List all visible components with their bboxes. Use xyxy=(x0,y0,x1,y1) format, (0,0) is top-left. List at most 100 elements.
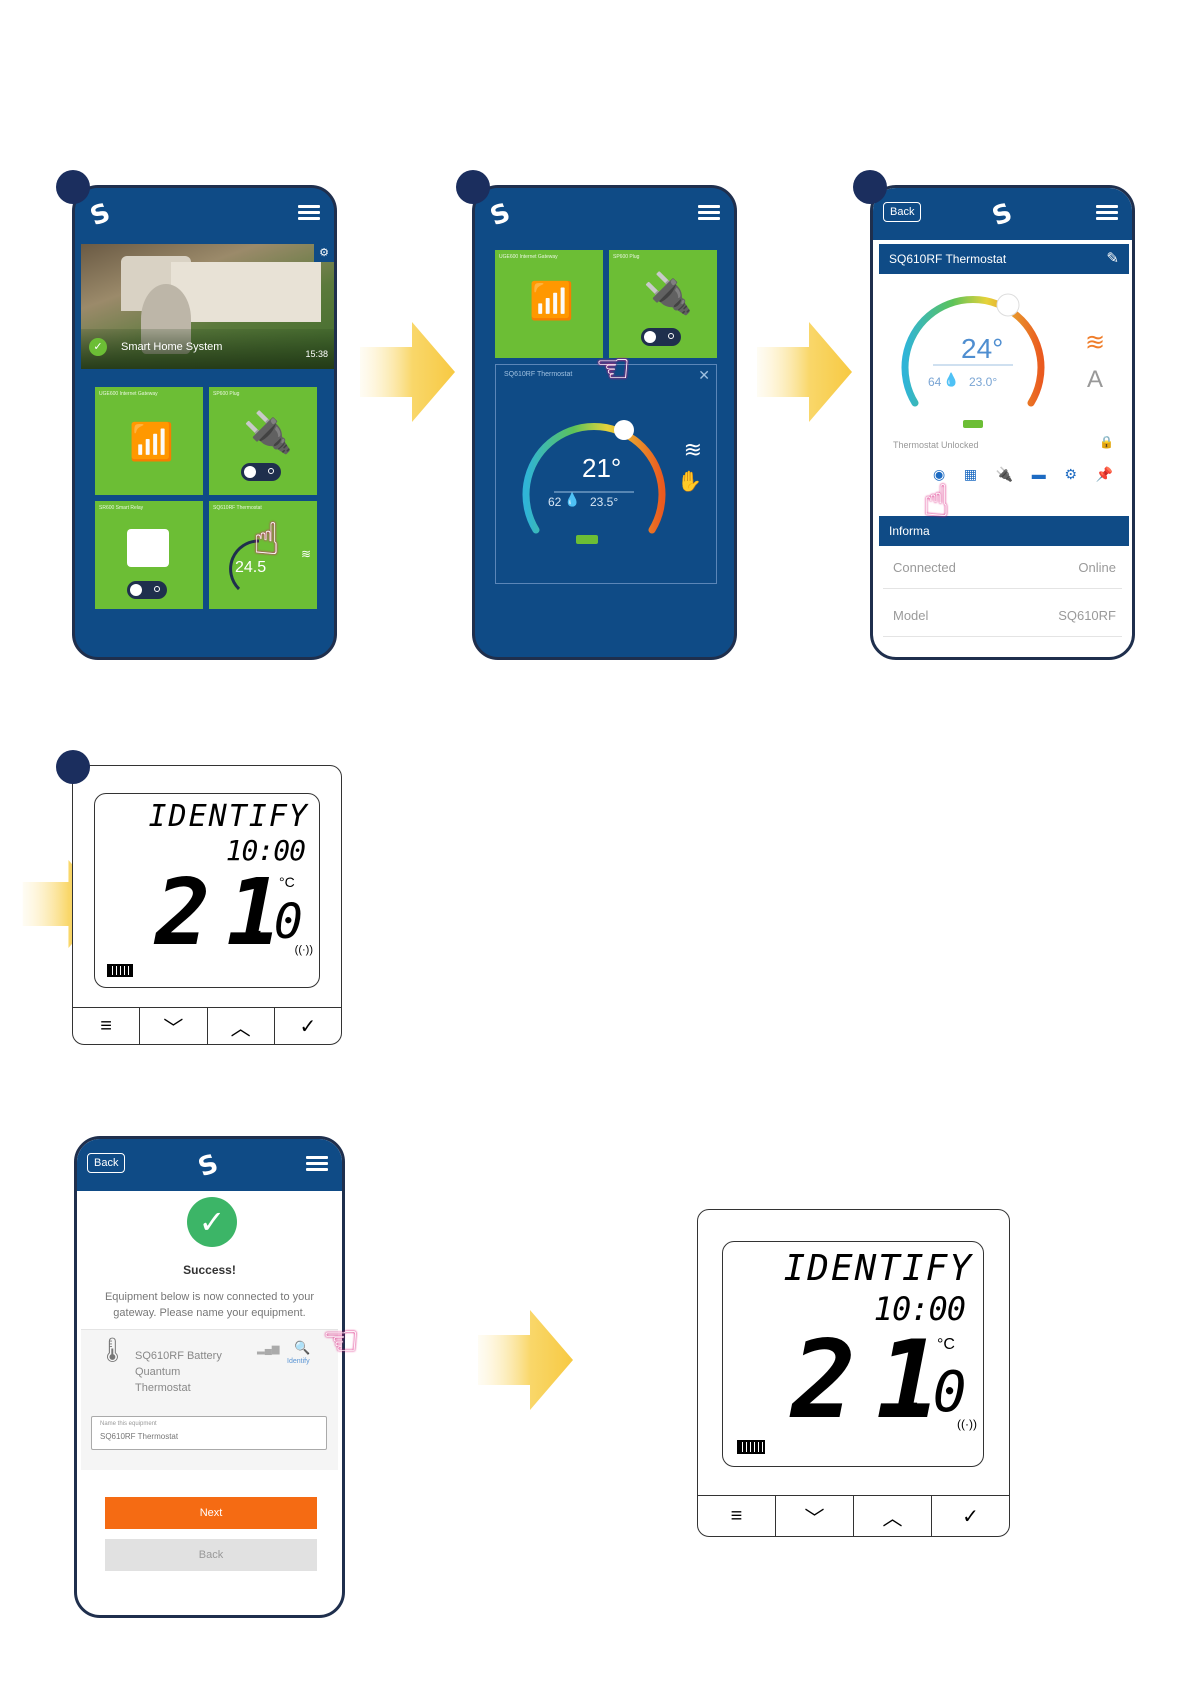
edit-icon[interactable]: ✎ xyxy=(1106,250,1119,267)
tile-temp: 24.5 xyxy=(235,559,267,576)
menu-icon[interactable] xyxy=(1096,205,1118,223)
identify-label[interactable]: Identify xyxy=(287,1358,310,1365)
menu-button[interactable]: ≡ xyxy=(698,1496,776,1536)
info-value: Online xyxy=(1078,560,1116,575)
wifi-icon: 📶 xyxy=(129,421,174,462)
tile-gateway[interactable]: UGE600 Internet Gateway 📶 xyxy=(95,387,203,495)
lcd-temp-dec: .0 xyxy=(245,894,303,950)
close-icon[interactable]: ✕ xyxy=(698,367,710,383)
device-header: SQ610RF Thermostat ✎ xyxy=(879,244,1129,274)
phone-step-1: S ⚙ ✓ Smart Home System 15:38 UGE600 Int… xyxy=(72,185,337,660)
display-icon[interactable]: ▬ xyxy=(1031,466,1046,482)
pointer-hand-icon: ☝ xyxy=(253,515,280,564)
lock-status: Thermostat Unlocked xyxy=(893,440,979,450)
menu-icon[interactable] xyxy=(698,205,720,223)
banner-time: 15:38 xyxy=(305,349,328,359)
menu-button[interactable]: ≡ xyxy=(73,1008,141,1044)
pointer-hand-icon: ☝ xyxy=(923,477,950,526)
tile-gateway[interactable]: UGE600 Internet Gateway 📶 xyxy=(495,250,603,358)
confirm-button[interactable]: ✓ xyxy=(962,1505,979,1528)
back-button[interactable]: Back xyxy=(883,202,922,222)
lcd-signal-icon: ((·)) xyxy=(294,944,313,956)
back-secondary-button[interactable]: Back xyxy=(105,1539,317,1571)
signal-strength-icon: ▂▄▆ xyxy=(257,1344,280,1355)
device-title: SQ610RF Thermostat xyxy=(889,252,1007,266)
humidity-value: 62 xyxy=(548,495,562,509)
lcd-battery-icon xyxy=(737,1440,765,1454)
name-input[interactable]: Name this equipment SQ610RF Thermostat xyxy=(91,1416,327,1450)
wifi-icon: 📶 xyxy=(529,280,574,321)
heat-icon: ≋ xyxy=(300,547,311,561)
back-button[interactable]: Back xyxy=(87,1153,126,1173)
battery-icon xyxy=(576,535,598,544)
menu-icon[interactable] xyxy=(306,1156,328,1174)
app-logo: S xyxy=(988,197,1017,233)
hand-mode-icon[interactable]: ✋ xyxy=(677,471,702,493)
phone-step-2: S UGE600 Internet Gateway 📶 SP600 Plug 🔌… xyxy=(472,185,737,660)
identify-icon[interactable]: ◉ xyxy=(933,466,946,482)
down-button[interactable]: ﹀ xyxy=(140,1008,208,1044)
app-header: Back S xyxy=(77,1139,342,1191)
tile-thermostat[interactable]: SQ610RF Thermostat 24.5 ≋ xyxy=(209,501,317,609)
down-button[interactable]: ﹀ xyxy=(776,1496,854,1536)
relay-toggle[interactable] xyxy=(127,581,167,599)
plug-icon: 🔌 xyxy=(643,272,693,316)
success-check-icon: ✓ xyxy=(187,1197,237,1247)
identify-search-icon[interactable]: 🔍 xyxy=(294,1340,311,1355)
arrow-1 xyxy=(360,322,455,422)
plug-toggle[interactable] xyxy=(241,463,281,481)
relay-icon xyxy=(127,529,169,567)
settings-gear-icon[interactable]: ⚙ xyxy=(314,244,334,262)
up-button[interactable]: ︿ xyxy=(208,1008,275,1044)
confirm-button[interactable]: ✓ xyxy=(299,1015,317,1038)
app-logo: S xyxy=(486,197,515,233)
lcd-temp-int: 21 xyxy=(155,859,298,966)
heat-icon: ≋ xyxy=(683,437,702,462)
panel-title: SQ610RF Thermostat xyxy=(504,371,573,378)
settings-gear-icon[interactable]: ⚙ xyxy=(1064,466,1077,482)
plug-toggle[interactable] xyxy=(641,328,681,346)
info-row-model: Model SQ610RF xyxy=(883,596,1122,637)
name-input-label: Name this equipment xyxy=(100,1421,157,1427)
tile-plug[interactable]: SP600 Plug 🔌 xyxy=(209,387,317,495)
thermostat-device-2: IDENTIFY 10:00 21 .0 °C ((·)) ≡ ﹀ ︿ ✓ xyxy=(697,1209,1010,1537)
lcd-unit: °C xyxy=(937,1336,955,1353)
schedule-icon[interactable]: ▦ xyxy=(963,466,978,482)
home-banner[interactable]: ⚙ ✓ Smart Home System 15:38 xyxy=(81,244,334,369)
arrow-4 xyxy=(478,1310,573,1410)
tile-relay[interactable]: SR600 Smart Relay xyxy=(95,501,203,609)
step-badge-2 xyxy=(456,170,490,204)
step-badge-4 xyxy=(56,750,90,784)
lcd-screen: IDENTIFY 10:00 21 .0 °C ((·)) xyxy=(722,1241,984,1467)
step-badge-1 xyxy=(56,170,90,204)
temperature-dial[interactable] xyxy=(893,283,1053,413)
heat-icon: ≋ xyxy=(1085,329,1106,356)
tile-plug[interactable]: SP600 Plug 🔌 xyxy=(609,250,717,358)
tile-label: UGE600 Internet Gateway xyxy=(99,391,158,397)
thermostat-mini-gauge xyxy=(229,539,260,591)
set-temp: 21° xyxy=(582,453,622,483)
banner-title: Smart Home System xyxy=(121,341,223,353)
plug-icon[interactable]: 🔌 xyxy=(995,466,1014,482)
info-label: Connected xyxy=(893,560,956,575)
arrow-2 xyxy=(757,322,852,422)
battery-icon xyxy=(963,420,983,428)
info-row-connected: Connected Online xyxy=(883,548,1122,589)
tile-label: UGE600 Internet Gateway xyxy=(499,254,558,260)
up-button[interactable]: ︿ xyxy=(854,1496,932,1536)
lcd-word: IDENTIFY xyxy=(783,1248,973,1289)
mode-auto-icon[interactable]: A xyxy=(1087,366,1104,393)
device-button-row: ≡ ﹀ ︿ ✓ xyxy=(73,1007,341,1044)
lock-icon[interactable]: 🔒 xyxy=(1099,435,1114,449)
pin-icon[interactable]: 📌 xyxy=(1095,466,1113,482)
app-header: Back S xyxy=(873,188,1132,240)
phone-step-3: Back S SQ610RF Thermostat ✎ 24° 64 💧 23.… xyxy=(870,185,1135,660)
thermometer-icon: 🌡 xyxy=(97,1337,128,1364)
tile-label: SP600 Plug xyxy=(213,391,240,397)
current-temp: 23.5° xyxy=(590,495,619,509)
thermostat-panel[interactable]: SQ610RF Thermostat ✕ 21° 62 💧 23.5° ≋ ✋ xyxy=(495,364,717,584)
temperature-dial[interactable] xyxy=(514,410,674,540)
lcd-time: 10:00 xyxy=(225,834,306,867)
next-button[interactable]: Next xyxy=(105,1497,317,1529)
menu-icon[interactable] xyxy=(298,205,320,223)
